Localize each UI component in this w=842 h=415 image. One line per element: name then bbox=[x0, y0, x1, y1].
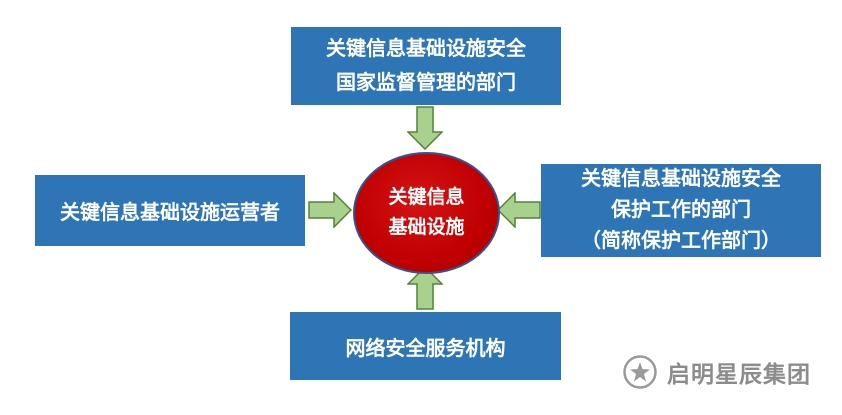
center-ellipse-label: 关键信息 基础设施 bbox=[388, 187, 465, 238]
bottom-box: 网络安全服务机构 bbox=[290, 312, 561, 380]
arrow-up-icon bbox=[407, 266, 443, 310]
center-ellipse: 关键信息 基础设施 bbox=[353, 152, 500, 274]
right-box: 关键信息基础设施安全 保护工作的部门 （简称保护工作部门） bbox=[541, 164, 821, 257]
arrow-right-icon bbox=[308, 192, 352, 228]
right-box-label: 关键信息基础设施安全 保护工作的部门 （简称保护工作部门） bbox=[581, 168, 781, 252]
left-box-label: 关键信息基础设施运营者 bbox=[60, 202, 280, 224]
top-box-label: 关键信息基础设施安全 国家监督管理的部门 bbox=[326, 38, 526, 94]
arrow-left-icon bbox=[497, 192, 541, 228]
top-box: 关键信息基础设施安全 国家监督管理的部门 bbox=[291, 27, 561, 105]
bottom-box-label: 网络安全服务机构 bbox=[345, 337, 506, 360]
left-box: 关键信息基础设施运营者 bbox=[35, 175, 305, 246]
watermark: 启明星辰集团 bbox=[622, 354, 811, 390]
watermark-text: 启明星辰集团 bbox=[667, 361, 811, 387]
arrow-down-icon bbox=[407, 106, 443, 150]
venustech-logo-icon bbox=[623, 355, 657, 389]
